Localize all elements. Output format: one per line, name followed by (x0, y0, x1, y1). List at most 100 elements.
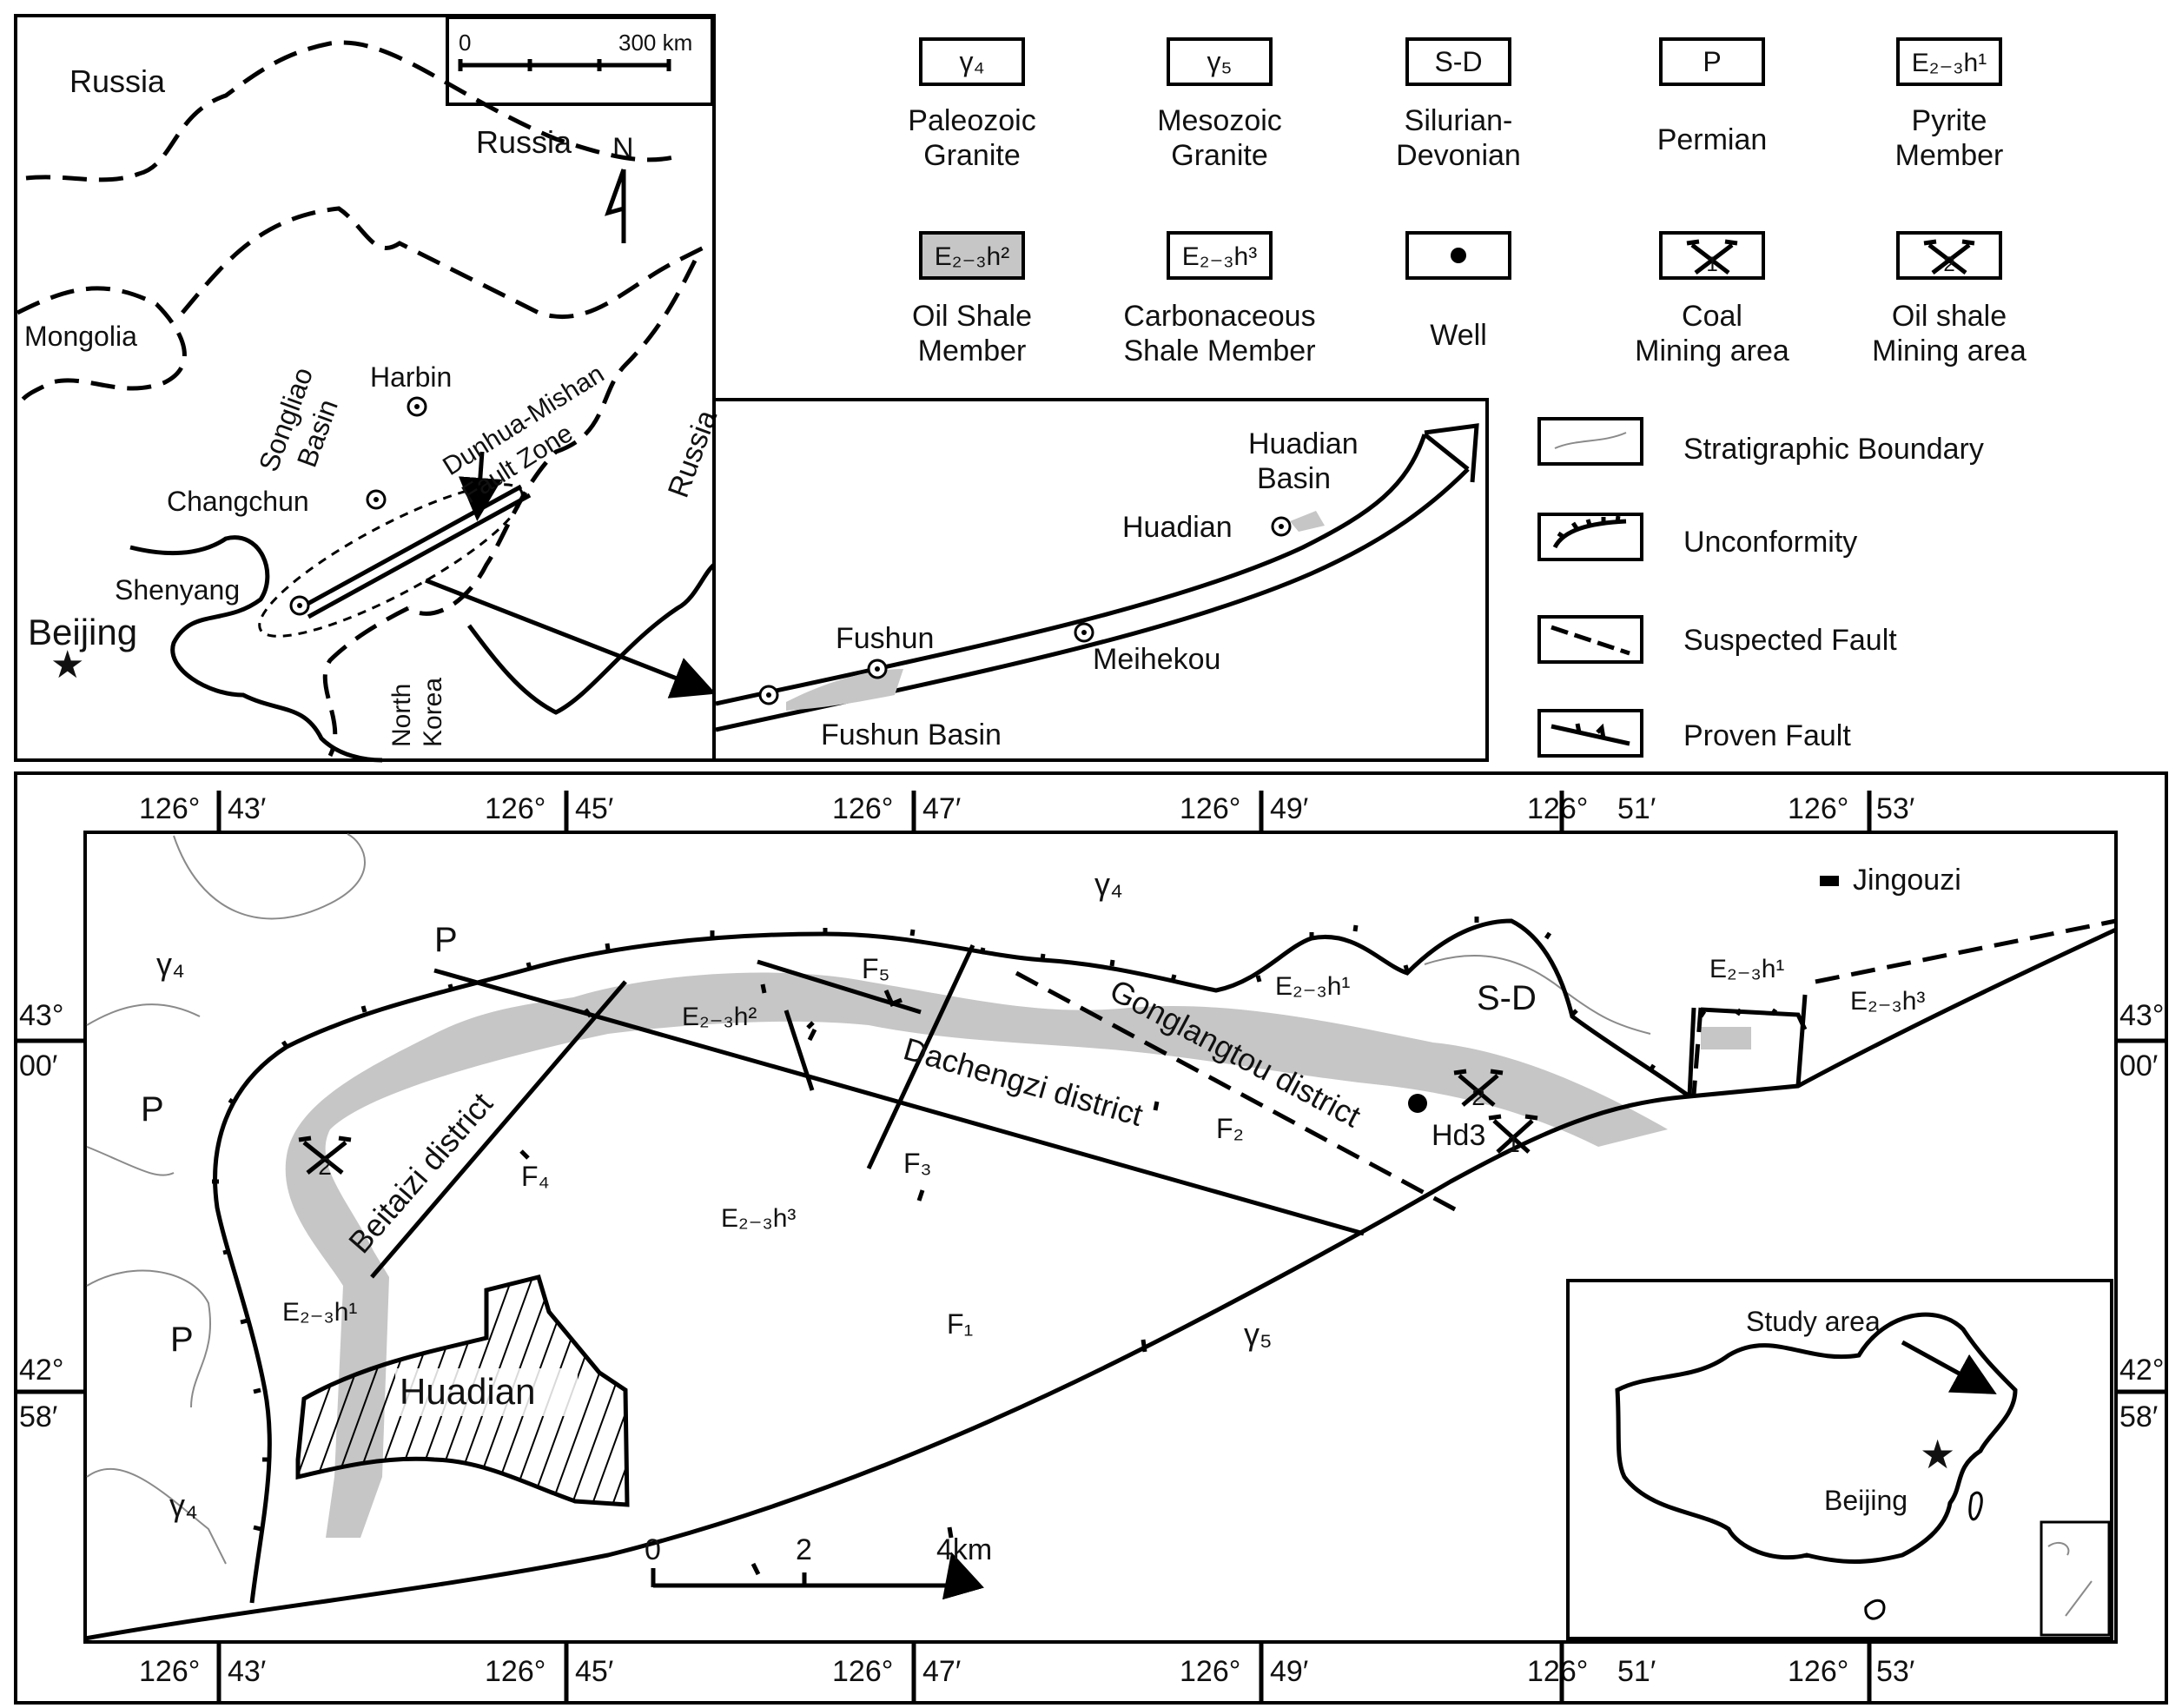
svg-text:126°: 126° (832, 1655, 893, 1688)
legend-item-proven-fault: Proven Fault (1537, 709, 1851, 758)
boundary-china-north (181, 206, 705, 320)
legend-item-suspected-fault: Suspected Fault (1537, 615, 1897, 664)
svg-text:γ₄: γ₄ (959, 46, 984, 77)
svg-text:Carbonaceous: Carbonaceous (1123, 300, 1315, 333)
svg-text:58′: 58′ (19, 1400, 57, 1433)
svg-text:E₂₋₃h¹: E₂₋₃h¹ (1709, 955, 1784, 983)
fault-east-2 (1795, 994, 1808, 1087)
svg-text:F₃: F₃ (903, 1148, 932, 1179)
svg-text:Oil shale: Oil shale (1892, 300, 2007, 333)
svg-text:2: 2 (1943, 253, 1954, 276)
legend-item-paleozoic-granite: γ₄ Paleozoic Granite (908, 37, 1036, 172)
svg-text:Granite: Granite (1171, 139, 1268, 172)
svg-text:53′: 53′ (1876, 792, 1914, 825)
label-mongolia: Mongolia (24, 321, 137, 352)
svg-text:F₁: F₁ (947, 1308, 973, 1340)
svg-text:126°: 126° (1788, 792, 1848, 825)
svg-text:126°: 126° (1180, 1655, 1240, 1688)
label-north-korea-2: Korea (419, 678, 447, 747)
svg-text:Mining area: Mining area (1872, 334, 2027, 367)
scale-end: 300 km (618, 30, 692, 56)
main-scale-bar: 0 2 4km (645, 1533, 992, 1588)
label-harbin: Harbin (370, 361, 452, 393)
svg-text:E₂₋₃h³: E₂₋₃h³ (1182, 242, 1257, 271)
svg-text:F₄: F₄ (521, 1161, 550, 1192)
svg-text:Coal: Coal (1682, 300, 1742, 333)
legend-item-permian: P Permian (1657, 37, 1768, 156)
longitude-labels-bottom: 126° 43′ 126° 45′ 126° 47′ 126° 49′ 126°… (139, 1642, 1914, 1701)
label-russia-1: Russia (69, 63, 166, 99)
legend-item-oil-shale-member: E₂₋₃h² Oil Shale Member (912, 231, 1032, 367)
fault-northeast (1815, 918, 2117, 984)
svg-text:43°: 43° (2119, 999, 2164, 1032)
fault-zone-inset: Huadian Basin Huadian Meihekou Fushun Fu… (712, 398, 1489, 762)
huadian-basin-end (1424, 423, 1479, 483)
label-north-korea-1: North (387, 684, 416, 747)
beijing-star-icon: ★ (1920, 1432, 1955, 1477)
crossed-hammers-icon (1923, 239, 1975, 275)
label-fushun: Fushun (836, 622, 934, 655)
fault-gonglangtou (1015, 970, 1457, 1212)
svg-text:126°: 126° (139, 792, 200, 825)
svg-text:Granite: Granite (923, 139, 1021, 172)
latitude-labels-left: 43° 00′ 42° 58′ (17, 999, 85, 1433)
svg-text:53′: 53′ (1876, 1655, 1914, 1688)
svg-text:Devonian: Devonian (1396, 139, 1521, 172)
svg-text:58′: 58′ (2119, 1400, 2158, 1433)
well-hd3-dot (1408, 1094, 1427, 1113)
fault-f1-southern-boundary (84, 927, 2118, 1641)
oil-shale-mining-icon-west: 2 (298, 1135, 352, 1180)
label-shenyang: Shenyang (115, 574, 240, 606)
fault-minor (784, 1010, 815, 1091)
beijing-star-icon: ★ (50, 644, 84, 686)
south-china-sea-box (2040, 1520, 2111, 1637)
city-harbin (407, 396, 427, 417)
longitude-labels-top: 126° 43′ 126° 45′ 126° 47′ 126° 49′ 126°… (139, 791, 1914, 832)
svg-text:Mesozoic: Mesozoic (1157, 104, 1282, 137)
svg-text:2: 2 (318, 1153, 332, 1180)
svg-text:Well: Well (1430, 319, 1487, 352)
unconformity-boundary (213, 918, 1691, 1604)
well-dot-icon (1451, 248, 1466, 263)
svg-text:0: 0 (645, 1533, 661, 1566)
svg-text:47′: 47′ (922, 1655, 961, 1688)
svg-text:00′: 00′ (2119, 1049, 2158, 1082)
fault-f3 (866, 943, 975, 1170)
stratigraphic-boundaries (86, 833, 1651, 1565)
svg-text:43°: 43° (19, 999, 63, 1032)
label-beijing: Beijing (28, 612, 137, 652)
svg-text:P: P (1703, 46, 1721, 77)
svg-text:1: 1 (1706, 253, 1717, 276)
svg-text:Suspected Fault: Suspected Fault (1683, 624, 1897, 657)
fault-east-1 (1687, 1007, 1696, 1097)
svg-text:Mining area: Mining area (1635, 334, 1789, 367)
main-map: 126° 43′ 126° 45′ 126° 47′ 126° 49′ 126°… (14, 771, 2168, 1705)
city-changchun (366, 489, 387, 510)
svg-text:51′: 51′ (1617, 1655, 1656, 1688)
svg-text:E₂₋₃h²: E₂₋₃h² (682, 1003, 757, 1031)
svg-text:Shale Member: Shale Member (1123, 334, 1315, 367)
svg-text:Paleozoic: Paleozoic (908, 104, 1035, 137)
svg-text:126°: 126° (485, 1655, 546, 1688)
svg-text:γ₅: γ₅ (1244, 1316, 1273, 1352)
label-huadian-city: Huadian (400, 1371, 535, 1412)
boundary-russia-north (25, 40, 678, 182)
label-meihekou: Meihekou (1093, 643, 1220, 676)
svg-text:2: 2 (1471, 1083, 1485, 1110)
huadian-basin-shape (1290, 511, 1325, 532)
svg-text:126°: 126° (1527, 1655, 1588, 1688)
coal-mining-icon: 1 (1488, 1114, 1538, 1157)
svg-text:Pyrite: Pyrite (1912, 104, 1987, 137)
label-study-area: Study area (1746, 1306, 1881, 1337)
svg-text:S-D: S-D (1477, 979, 1537, 1017)
svg-text:51′: 51′ (1617, 792, 1656, 825)
china-inset: ★ Study area Beijing (1566, 1279, 2113, 1640)
china-outline (1615, 1312, 2018, 1564)
svg-text:Permian: Permian (1657, 123, 1768, 156)
label-changchun: Changchun (167, 486, 309, 517)
fault-f4-beitaizi (370, 980, 627, 1279)
boundary-china-east (407, 259, 698, 616)
svg-text:E₂₋₃h³: E₂₋₃h³ (721, 1204, 796, 1233)
svg-text:E₂₋₃h²: E₂₋₃h² (935, 242, 1009, 271)
svg-text:Member: Member (918, 334, 1027, 367)
